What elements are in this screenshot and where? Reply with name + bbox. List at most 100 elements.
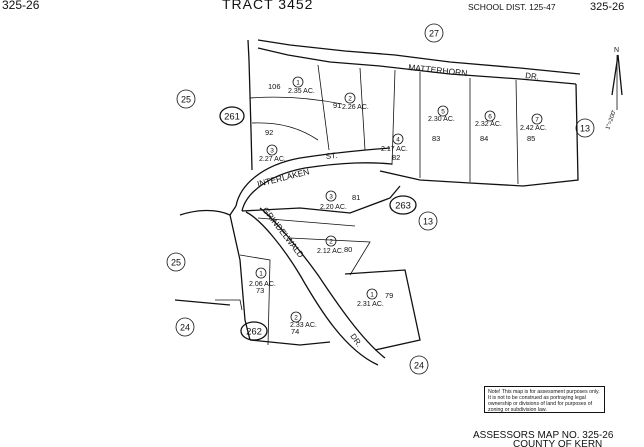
- lot-79: 1 2.31 AC. 79: [357, 288, 393, 308]
- svg-text:6: 6: [488, 114, 492, 121]
- lot-80: 2 2.12 AC. 80: [317, 235, 352, 255]
- scale-note: 1"=200': [605, 110, 618, 131]
- svg-text:1: 1: [259, 271, 263, 278]
- interlaken-south-edge: [241, 162, 393, 212]
- matterhorn-label: MATTERHORN: [408, 62, 468, 78]
- svg-text:24: 24: [414, 361, 424, 371]
- block-24-south: 24: [409, 355, 429, 375]
- svg-text:2: 2: [329, 239, 333, 246]
- lot-81-north-line: [241, 185, 401, 214]
- matterhorn-north-edge: [257, 39, 581, 75]
- svg-text:5: 5: [441, 109, 445, 116]
- lot-85: 7 2.42 AC. 85: [520, 113, 547, 143]
- lot-91: 2 91 2.26 AC.: [333, 92, 369, 111]
- svg-text:2.06 AC.: 2.06 AC.: [249, 281, 276, 288]
- interlaken-label: INTERLAKEN: [256, 166, 310, 189]
- lot-81-south-line: [257, 217, 356, 227]
- svg-text:79: 79: [385, 291, 393, 300]
- header-right-code: 325-26: [590, 1, 624, 13]
- svg-text:2.33 AC.: 2.33 AC.: [290, 322, 317, 329]
- lot-80-lines: [289, 237, 371, 276]
- svg-text:2.32 AC.: 2.32 AC.: [475, 121, 502, 128]
- lot-line-106-91: [249, 96, 343, 105]
- county-name: COUNTY OF KERN: [513, 439, 602, 447]
- matterhorn-south-edge: [257, 47, 577, 85]
- lot-84: 6 2.32 AC. 84: [475, 110, 502, 143]
- svg-text:263: 263: [395, 201, 411, 212]
- block-27: 27: [424, 23, 444, 43]
- svg-text:2.17 AC.: 2.17 AC.: [381, 146, 408, 153]
- lot-line-vertical-b: [359, 67, 366, 151]
- lot-74: 2 2.33 AC. 74: [290, 311, 317, 336]
- svg-text:106: 106: [268, 82, 281, 91]
- svg-text:25: 25: [181, 95, 191, 105]
- interlaken-suffix: ST.: [325, 151, 337, 161]
- block-24-west: 24: [175, 317, 195, 337]
- block-261: 261: [219, 106, 245, 126]
- lot-92: 92 3 2.27 AC.: [259, 128, 286, 163]
- svg-text:2.27 AC.: 2.27 AC.: [259, 156, 286, 163]
- lot-81: 81 3 2.20 AC.: [320, 190, 360, 211]
- lot-line-85: [515, 79, 519, 185]
- svg-text:13: 13: [580, 124, 590, 134]
- svg-text:N: N: [614, 47, 619, 54]
- north-arrow-icon: N: [611, 47, 623, 110]
- block-262: 262: [240, 321, 268, 341]
- svg-text:1: 1: [296, 80, 300, 87]
- lot-83: 5 2.30 AC. 83: [428, 105, 455, 143]
- svg-text:2.20 AC.: 2.20 AC.: [320, 204, 347, 211]
- block-263: 263: [389, 195, 417, 215]
- lot-74-south-line: [249, 339, 331, 346]
- dimension-ticks: [215, 299, 243, 311]
- svg-text:27: 27: [429, 29, 439, 39]
- lot-73: 1 2.06 AC. 73: [249, 267, 276, 295]
- lot-82: 4 2.17 AC. 82: [381, 133, 408, 162]
- svg-text:2.42 AC.: 2.42 AC.: [520, 125, 547, 132]
- svg-text:84: 84: [480, 134, 488, 143]
- svg-text:261: 261: [224, 112, 240, 123]
- svg-text:2: 2: [294, 315, 298, 322]
- disclaimer-note: Note! This map is for assessment purpose…: [484, 386, 605, 413]
- grindelwald-west-edge: [245, 211, 379, 366]
- svg-text:2.31 AC.: 2.31 AC.: [357, 301, 384, 308]
- svg-text:81: 81: [352, 193, 360, 202]
- block-25-north: 25: [176, 89, 196, 109]
- assessors-map-number: ASSESSORS MAP NO. 325-26: [473, 430, 614, 441]
- svg-text:7: 7: [535, 117, 539, 124]
- svg-text:24: 24: [180, 323, 190, 333]
- svg-text:2.30 AC.: 2.30 AC.: [428, 116, 455, 123]
- map-title: TRACT 3452: [222, 0, 313, 12]
- lot-79-outline: [344, 269, 421, 351]
- west-boundary-top: [247, 39, 253, 171]
- svg-text:73: 73: [256, 286, 264, 295]
- grindelwald-label: GRINDELWALD: [260, 205, 306, 260]
- lot-line-vertical-a: [317, 64, 330, 151]
- block-13-east: 13: [575, 118, 595, 138]
- svg-text:85: 85: [527, 134, 535, 143]
- svg-text:3: 3: [270, 148, 274, 155]
- svg-text:13: 13: [423, 217, 433, 227]
- matterhorn-suffix: DR.: [525, 71, 540, 81]
- block-25-west: 25: [166, 252, 186, 272]
- grindelwald-east-edge: [259, 207, 386, 359]
- svg-text:3: 3: [329, 194, 333, 201]
- matterhorn-block-outline: [379, 83, 579, 187]
- svg-text:25: 25: [171, 258, 181, 268]
- block-13-center: 13: [418, 211, 438, 231]
- svg-text:4: 4: [396, 137, 400, 144]
- svg-text:83: 83: [432, 134, 440, 143]
- adjacent-west-lines: [174, 209, 231, 306]
- svg-text:262: 262: [246, 327, 262, 338]
- svg-text:1: 1: [370, 292, 374, 299]
- lot-line-vertical-c: [391, 69, 396, 166]
- lot-line-92: [251, 122, 319, 141]
- lot-106: 1 106 2.35 AC.: [268, 76, 315, 95]
- header-left-code: 325-26: [2, 0, 40, 12]
- svg-text:91: 91: [333, 101, 341, 110]
- svg-text:2.12 AC.: 2.12 AC.: [317, 248, 344, 255]
- svg-text:82: 82: [392, 153, 400, 162]
- svg-text:92: 92: [265, 128, 273, 137]
- interlaken-north-edge: [235, 147, 391, 207]
- west-boundary-lower: [229, 205, 251, 341]
